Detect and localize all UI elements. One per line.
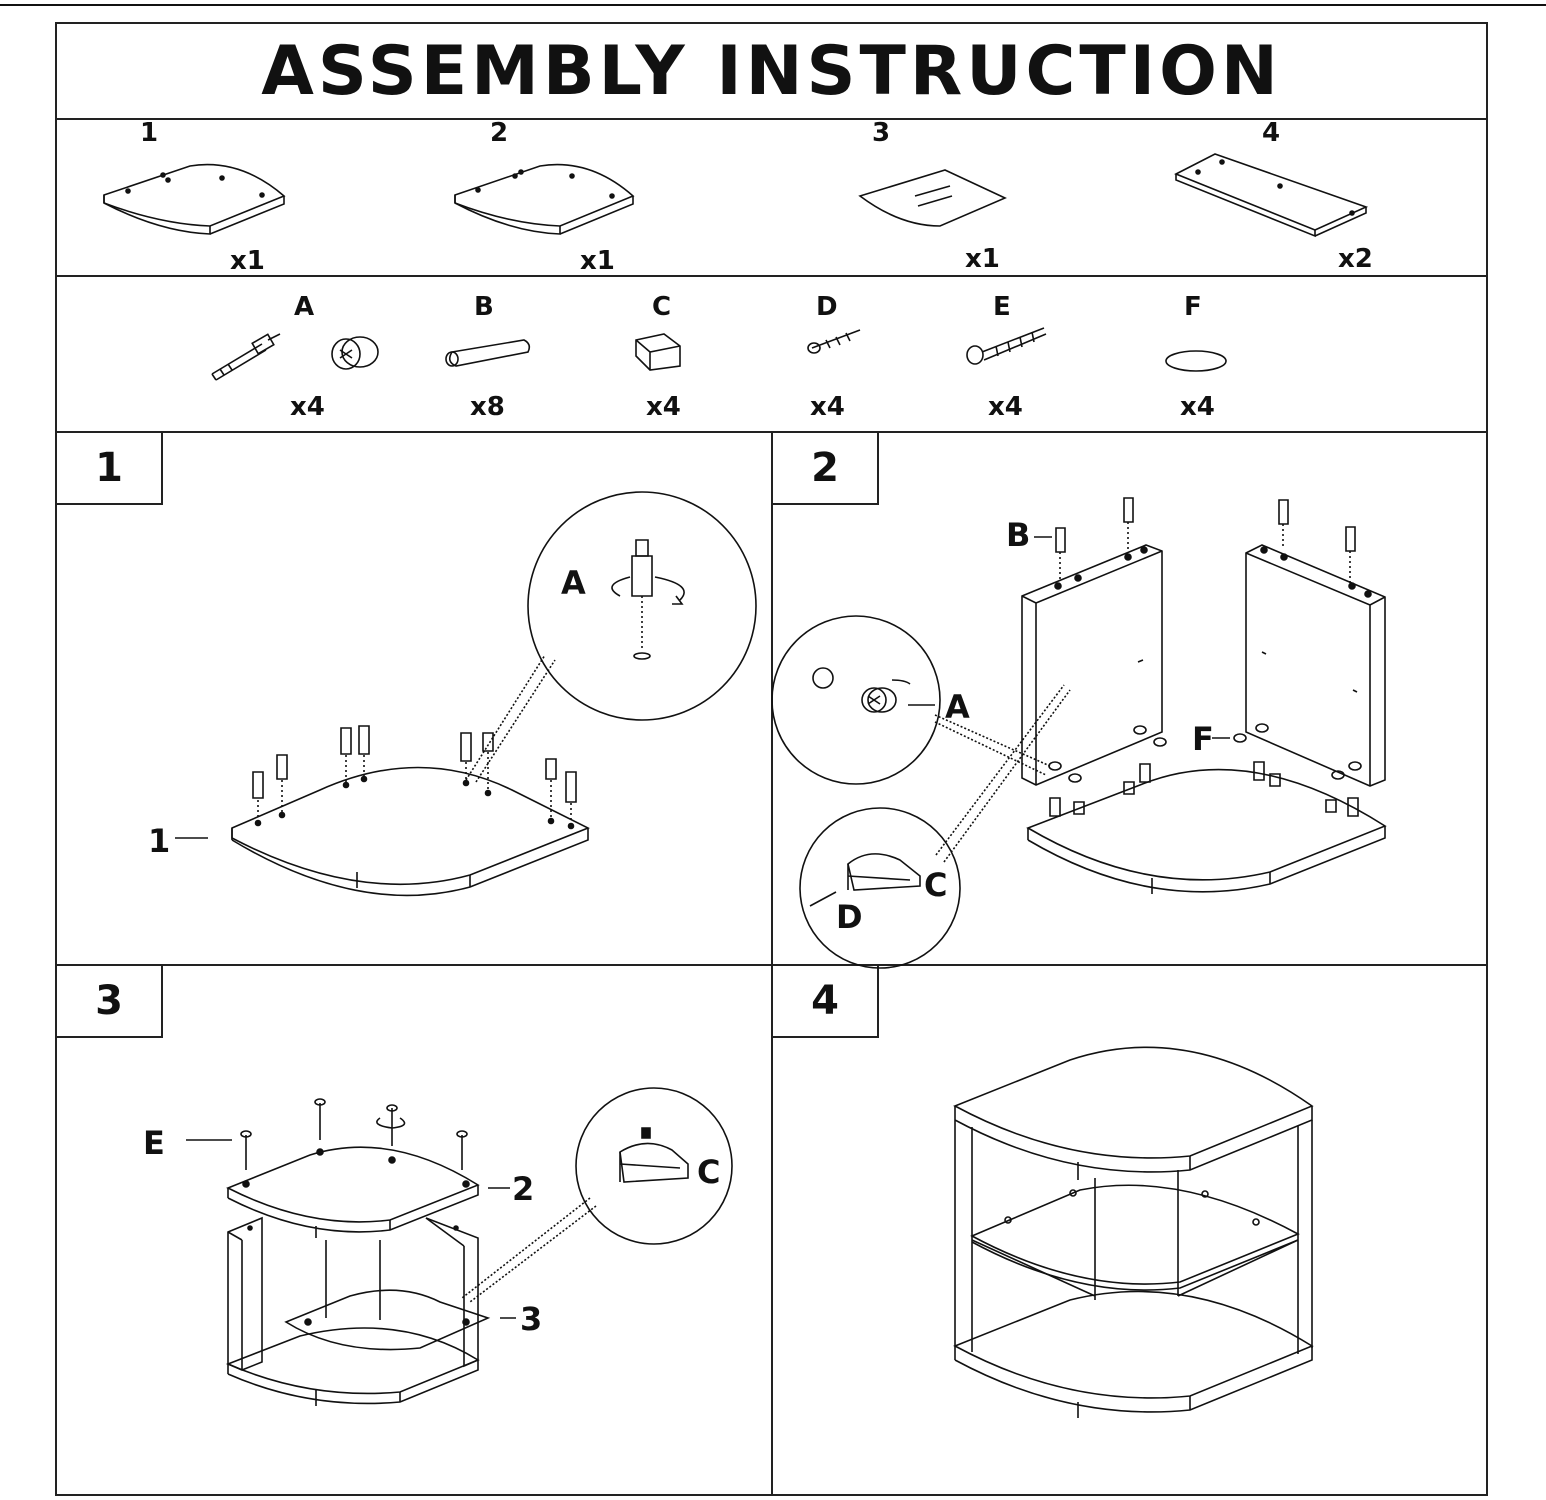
- hardware-f-quantity: x4: [1180, 392, 1215, 422]
- hardware-b-quantity: x8: [470, 392, 505, 422]
- step-3-number: 3: [57, 966, 163, 1038]
- step-1-bolts: [253, 726, 576, 802]
- wood-dowel-icon: [446, 340, 529, 366]
- hardware-d-letter: D: [816, 292, 838, 322]
- divider-steps-vertical: [771, 431, 773, 1496]
- step-2-cam-detail-circle: [772, 616, 940, 784]
- panel-1-quantity: x1: [230, 246, 265, 276]
- step-2-clip-label: C: [924, 866, 948, 904]
- panel-4-quantity: x2: [1338, 244, 1373, 274]
- step-1-detail-circle: [528, 492, 756, 720]
- step-3-screw-label: E: [143, 1124, 165, 1162]
- panel-1-number: 1: [140, 118, 159, 148]
- divider-title: [55, 118, 1488, 120]
- panel-4-drawing: [1176, 154, 1366, 236]
- panel-3-quantity: x1: [965, 244, 1000, 274]
- long-screw-icon: [967, 328, 1046, 364]
- step-2-foot-label: F: [1192, 720, 1214, 758]
- hardware-e-quantity: x4: [988, 392, 1023, 422]
- step-3-glass-label: 3: [520, 1300, 543, 1338]
- page-top-rule: [0, 4, 1546, 6]
- panel-2-number: 2: [490, 118, 509, 148]
- panel-4-number: 4: [1262, 118, 1281, 148]
- step-4-number: 4: [773, 966, 879, 1038]
- panel-2-quantity: x1: [580, 246, 615, 276]
- panel-3-number: 3: [872, 118, 891, 148]
- small-screw-icon: [808, 330, 860, 353]
- base-fittings: [1050, 762, 1358, 816]
- hardware-d-quantity: x4: [810, 392, 845, 422]
- cam-bolt-detail: [612, 540, 684, 659]
- step-1-number: 1: [57, 433, 163, 505]
- hardware-b-letter: B: [474, 292, 494, 322]
- step-1-panel-label: 1: [148, 822, 171, 860]
- step-3-top-label: 2: [512, 1170, 535, 1208]
- hardware-c-quantity: x4: [646, 392, 681, 422]
- felt-pad-icon: [1166, 351, 1226, 371]
- hardware-c-letter: C: [652, 292, 672, 322]
- step-2-number: 2: [773, 433, 879, 505]
- hardware-a-quantity: x4: [290, 392, 325, 422]
- panel-1-drawing: [104, 165, 284, 234]
- hardware-f-letter: F: [1184, 292, 1202, 322]
- cam-bolt-icon: [212, 334, 280, 380]
- page-title: ASSEMBLY INSTRUCTION: [261, 32, 1282, 111]
- step-2-screw-label: D: [836, 898, 863, 936]
- step-2-cam-label: A: [945, 688, 970, 726]
- step-3-clip-detail-circle: [576, 1088, 732, 1244]
- divider-panels: [55, 275, 1488, 277]
- step-1-callout-label: A: [561, 564, 586, 602]
- glass-clip-icon: [636, 334, 680, 370]
- panel-3-drawing: [860, 170, 1005, 226]
- step-3-clip-label: C: [697, 1153, 721, 1191]
- step-2-clip-detail-circle: [800, 808, 960, 968]
- step-2-dowel-label: B: [1006, 516, 1031, 554]
- hardware-a-letter: A: [294, 292, 315, 322]
- panel-2-drawing: [455, 165, 633, 234]
- cam-lock-icon: [332, 337, 378, 369]
- hardware-e-letter: E: [993, 292, 1011, 322]
